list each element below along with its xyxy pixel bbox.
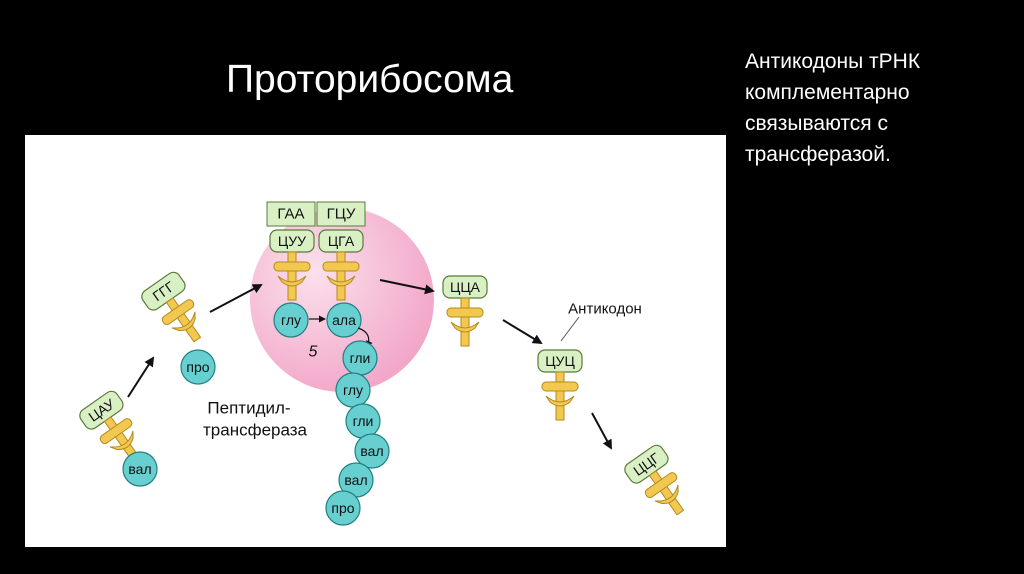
label-anticodon: Антикодон	[568, 301, 642, 318]
trna-arm	[446, 307, 484, 318]
trna-stem	[336, 251, 346, 301]
chain-amino-label: вал	[360, 443, 383, 459]
chain-amino-label: глу	[343, 382, 363, 398]
trna-arm	[99, 418, 133, 445]
codon-box	[316, 201, 366, 227]
trna-outgoing-2: ЦУЦ	[537, 349, 583, 421]
trna-loop	[277, 275, 307, 287]
label-anticodon-pointer	[560, 316, 580, 342]
slide-title: Проторибосома	[226, 58, 514, 101]
trna-loop	[109, 430, 134, 451]
flow-arrow	[379, 279, 435, 295]
side-note-line: комплементарно	[745, 81, 910, 104]
trna-arm	[541, 381, 579, 392]
anticodon-label: ЦЦА	[450, 279, 481, 295]
trna-arm	[644, 472, 678, 499]
trna-loop	[545, 395, 575, 407]
codon-box	[266, 201, 316, 227]
trna-outgoing-3: ЦЦГ	[624, 444, 685, 516]
amino-acid	[273, 302, 309, 338]
trna-loop	[450, 321, 480, 333]
chain-amino-label: про	[331, 500, 354, 516]
trna-stem	[460, 297, 470, 347]
amino-acid	[180, 349, 216, 385]
flow-arrow	[209, 284, 263, 313]
amino-acid	[325, 490, 361, 526]
chain-amino-label: гли	[350, 350, 371, 366]
codon-label: ГАА	[277, 206, 304, 223]
label-enzyme-line: Пептидил-	[207, 399, 290, 418]
anticodon-label: ЦУЦ	[545, 353, 575, 369]
trna-incoming-1: ЦАУ	[79, 390, 140, 462]
trna-arm	[161, 299, 195, 326]
trna-arm	[273, 261, 311, 272]
anticodon-label: ЦГА	[328, 233, 355, 249]
trna-loop	[654, 484, 679, 505]
amino-label-bound: ала	[332, 312, 356, 328]
flow-arrow	[591, 412, 612, 450]
amino-label-incoming: про	[186, 359, 209, 375]
chain-number: 5	[309, 344, 318, 361]
side-note: Антикодоны тРНК комплементарно связывают…	[745, 46, 1005, 170]
trna-stem	[287, 251, 297, 301]
anticodon-label: ЦУУ	[278, 233, 306, 249]
label-enzyme-line: трансфераза	[203, 421, 308, 440]
trna-outgoing-1: ЦЦА	[442, 275, 488, 347]
amino-acid	[326, 302, 362, 338]
side-note-line: связываются с	[745, 112, 888, 135]
chain-amino-label: вал	[344, 472, 367, 488]
trna-loop	[326, 275, 356, 287]
amino-acid	[122, 451, 158, 487]
trna-loop	[171, 311, 196, 332]
trna-bound-2: ЦГА	[318, 229, 364, 301]
trna-incoming-2: ГГГ	[141, 271, 202, 343]
amino-label-bound: глу	[281, 312, 301, 328]
trna-arm	[322, 261, 360, 272]
flow-arrow	[127, 356, 155, 398]
amino-acid	[354, 433, 390, 469]
amino-label-incoming: вал	[128, 461, 151, 477]
codon-label: ГЦУ	[327, 206, 356, 223]
chain-amino-label: гли	[353, 413, 374, 429]
side-note-line: Антикодоны тРНК	[745, 50, 921, 73]
trna-bound-1: ЦУУ	[269, 229, 315, 301]
trna-stem	[555, 371, 565, 421]
flow-arrow	[502, 319, 543, 345]
side-note-line: трансферазой.	[745, 143, 891, 166]
